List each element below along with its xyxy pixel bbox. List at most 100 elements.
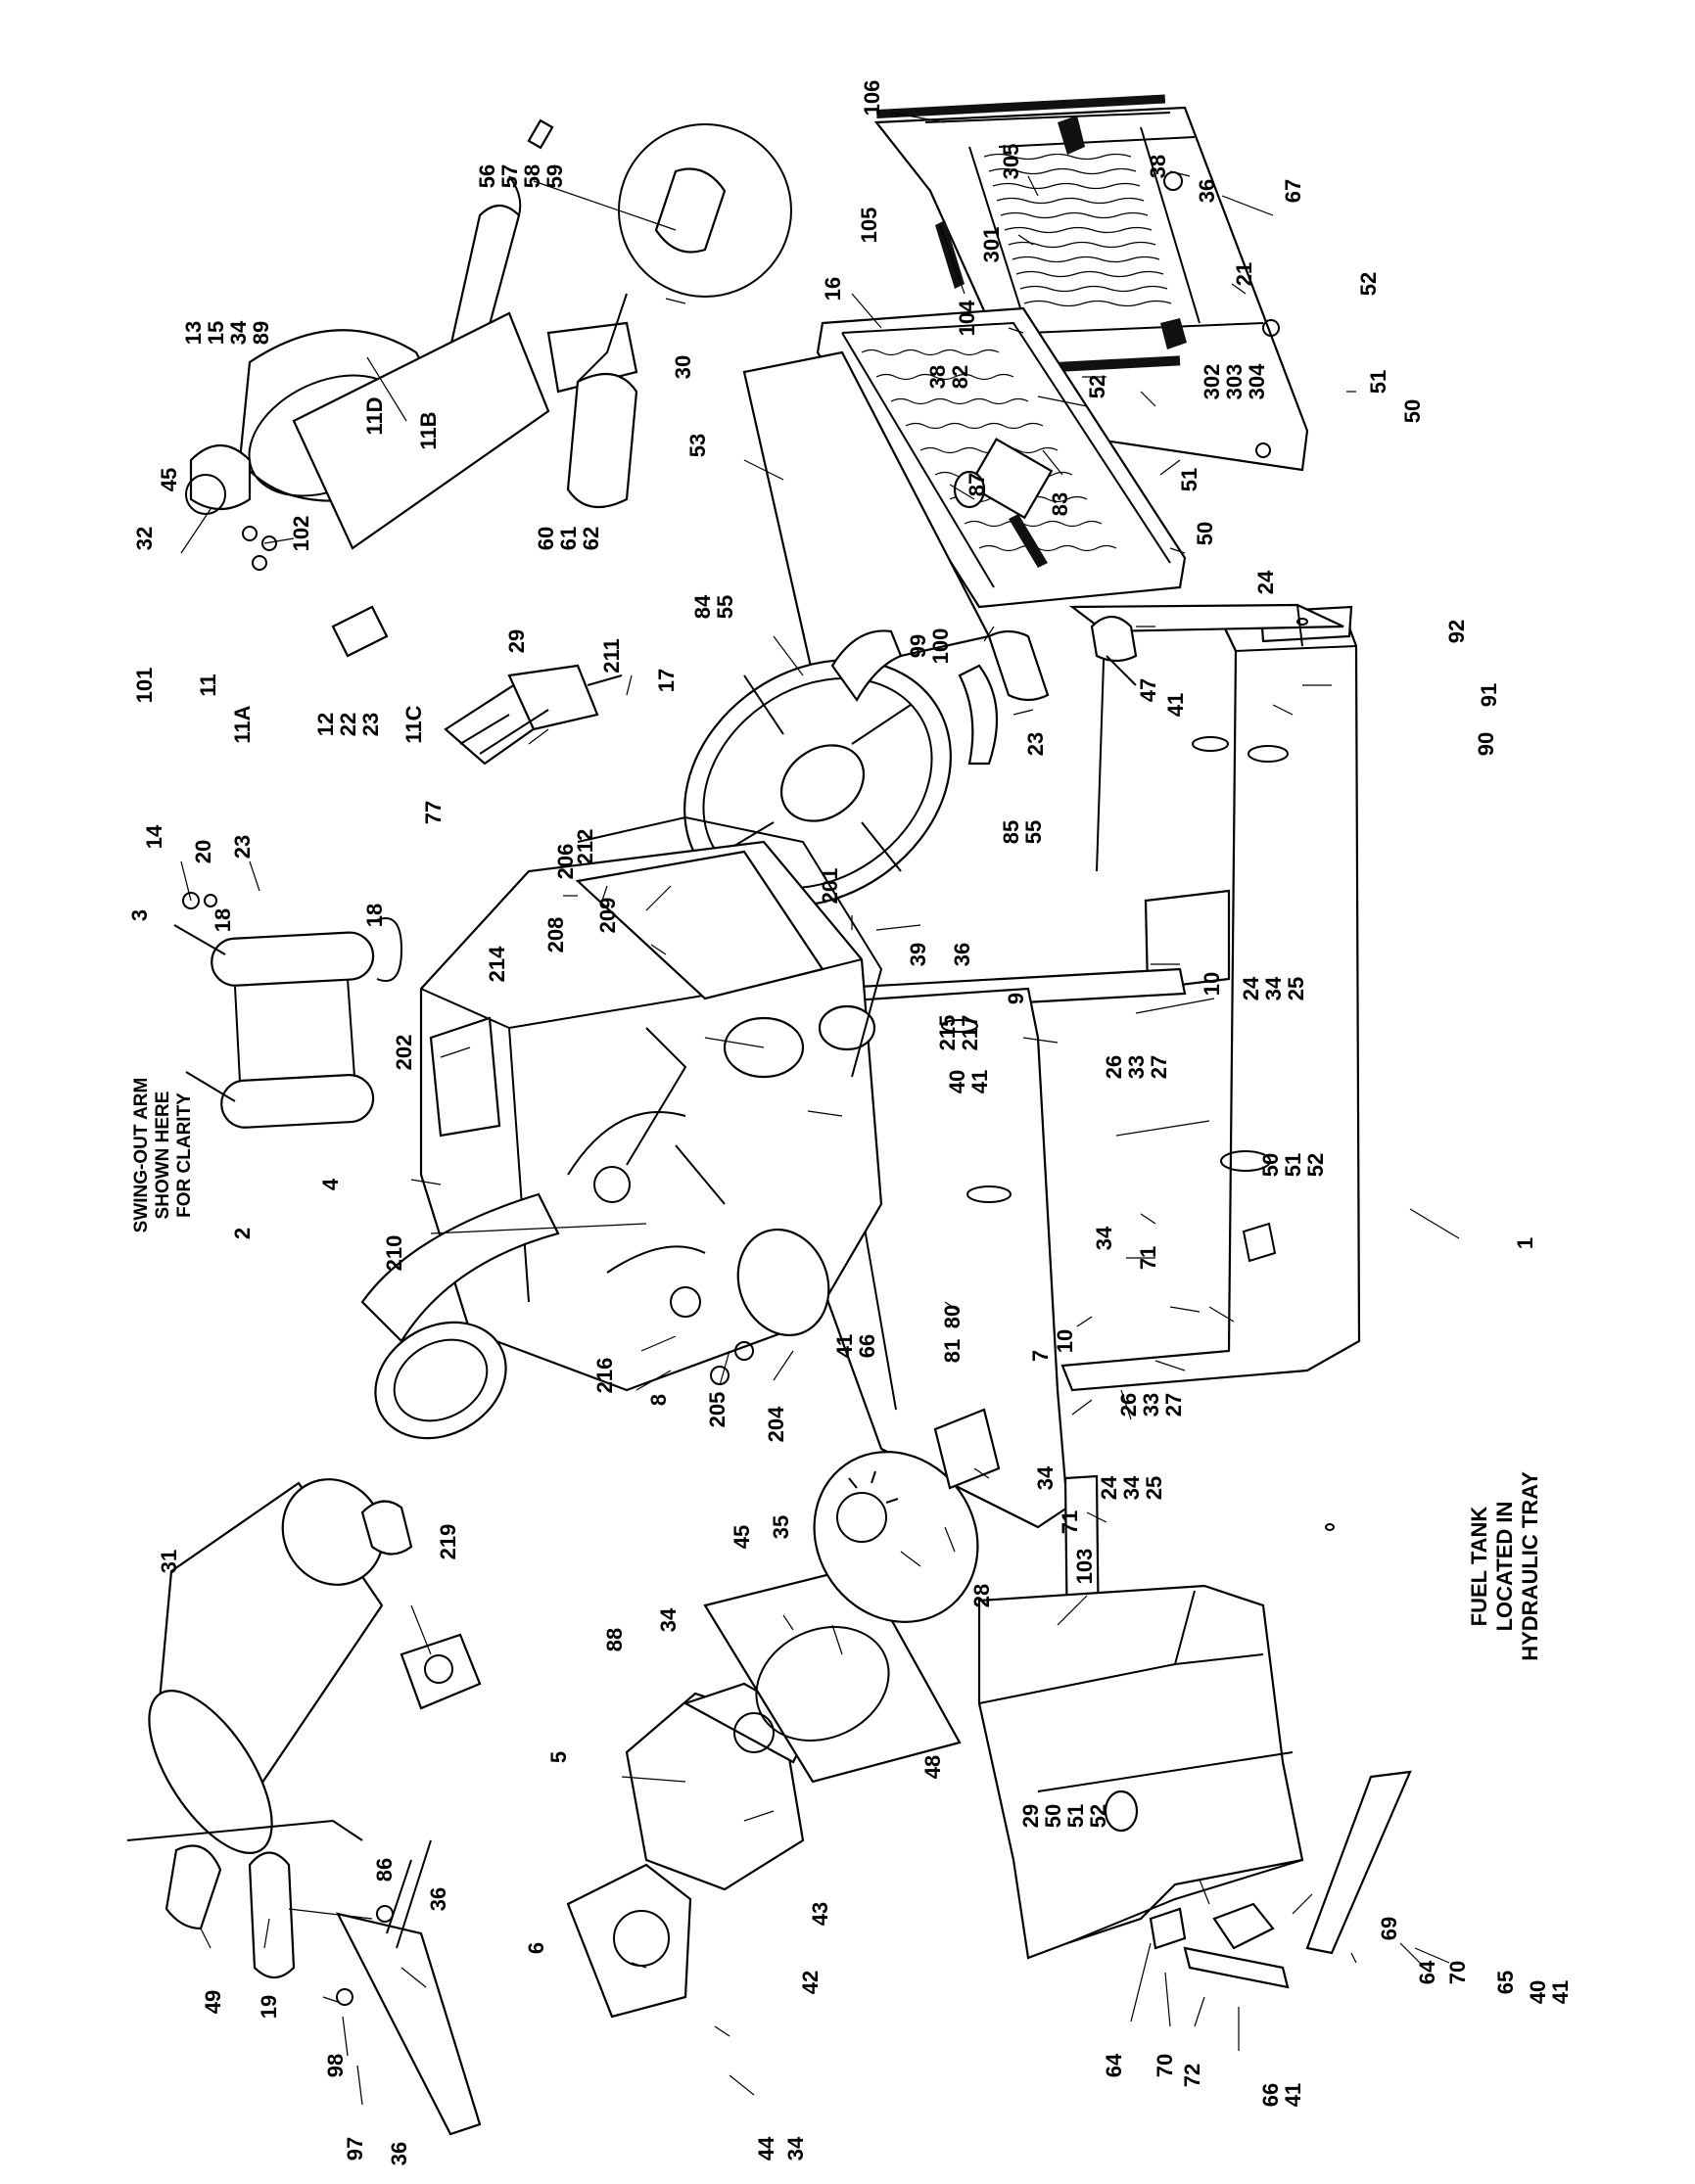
callout-c3: 3 (127, 909, 152, 921)
callout-c35: 35 (769, 1515, 793, 1539)
callout-number: 77 (421, 801, 446, 824)
callout-number: 55 (1021, 820, 1046, 844)
fuel-tank (977, 1584, 1412, 1989)
callout-number: 44 (754, 2136, 778, 2161)
callout-number: 10 (1053, 1329, 1077, 1353)
callout-c81: 81 (940, 1339, 965, 1363)
callout-number: 201 (818, 868, 842, 905)
muffler (148, 1478, 482, 1854)
callout-number: 26 (1116, 1393, 1141, 1417)
callout-number: 14 (142, 824, 166, 849)
callout-number: 2 (230, 1228, 255, 1239)
callout-number: 34 (1119, 1475, 1144, 1500)
callout-number: 52 (1356, 272, 1381, 296)
callout-number: 23 (1023, 732, 1048, 756)
callout-c4: 4 (318, 1178, 343, 1190)
callout-c71a: 71 (1136, 1246, 1160, 1270)
callout-number: 23 (230, 835, 255, 859)
callout-number: 22 (336, 713, 360, 736)
callout-number: 55 (713, 595, 737, 619)
callout-number: 33 (1139, 1393, 1163, 1417)
callout-c41a: 41 (1163, 693, 1188, 717)
callout-number: 66 (1258, 2083, 1283, 2107)
callout-c90: 90 (1474, 732, 1498, 756)
callout-number: 25 (1142, 1476, 1166, 1500)
callout-number: 18 (362, 904, 387, 927)
callout-number: 10 (1200, 972, 1224, 996)
callout-c39: 39 (906, 943, 930, 966)
callout-number: 62 (579, 527, 603, 550)
note-swing-out-arm: SWING-OUT ARM SHOWN HERE FOR CLARITY (131, 1078, 195, 1233)
callout-number: 210 (382, 1235, 406, 1272)
callout-c19: 19 (257, 1995, 281, 2019)
callout-number: 42 (798, 1971, 823, 1994)
callout-c52b: 52 (1085, 375, 1109, 398)
callout-number: 36 (426, 1887, 450, 1911)
callout-number: 41 (1281, 2083, 1305, 2107)
callout-number: 6 (524, 1942, 548, 1954)
callout-c86: 86 (372, 1858, 397, 1882)
callout-c65: 65 (1493, 1971, 1518, 1994)
callout-number: 205 (705, 1392, 730, 1428)
callout-number: 81 (940, 1339, 965, 1363)
callout-number: 82 (948, 365, 972, 389)
callout-number: 11 (196, 674, 220, 696)
callout-number: 43 (808, 1902, 832, 1926)
callout-c70b: 70 (1153, 2054, 1177, 2077)
callout-number: 80 (940, 1305, 965, 1328)
callout-number: 105 (857, 208, 881, 244)
callout-c50a: 50 (1400, 399, 1425, 423)
callout-c18a: 18 (211, 908, 235, 932)
callout-number: 41 (967, 1070, 992, 1093)
callout-c28: 28 (969, 1584, 994, 1607)
callout-number: 40 (1526, 1980, 1550, 2004)
callout-c5: 5 (546, 1751, 571, 1763)
callout-number: 89 (249, 321, 273, 345)
callout-number: 34 (226, 320, 251, 345)
callout-c30: 30 (671, 355, 695, 379)
callout-c210: 210 (382, 1235, 406, 1272)
callout-c103: 103 (1072, 1549, 1097, 1585)
hydraulic-pump-group (566, 1408, 1001, 2019)
callout-number: 90 (1474, 732, 1498, 756)
callout-number: 5 (546, 1751, 571, 1763)
callout-number: 15 (204, 321, 228, 345)
callout-c34b: 34 (1033, 1465, 1058, 1490)
callout-number: 20 (191, 840, 215, 863)
callout-c11C: 11C (401, 705, 426, 743)
callout-number: 38 (925, 365, 950, 389)
callout-c80: 80 (940, 1305, 965, 1328)
callout-number: 71 (1136, 1246, 1160, 1270)
callout-number: 50 (1400, 399, 1425, 423)
callout-c48: 48 (920, 1755, 945, 1779)
callout-number: 71 (1058, 1510, 1082, 1534)
callout-number: 212 (573, 829, 597, 865)
callout-c14: 14 (142, 824, 166, 849)
callout-c36c: 36 (426, 1887, 450, 1911)
callout-c34a: 34 (1092, 1226, 1116, 1250)
callout-number: 209 (595, 898, 620, 934)
callout-c208: 208 (543, 917, 568, 953)
callout-c36a: 36 (1195, 179, 1219, 203)
callout-c9: 9 (1004, 993, 1028, 1004)
callout-number: 51 (1063, 1804, 1088, 1828)
note-fuel-tank: FUEL TANK LOCATED IN HYDRAULIC TRAY (1467, 1471, 1542, 1661)
callout-c24a: 24 (1253, 570, 1278, 594)
callout-number: 303 (1222, 364, 1247, 400)
callout-number: 88 (602, 1628, 627, 1651)
callout-c11: 11 (196, 674, 220, 696)
callout-number: 103 (1072, 1549, 1097, 1585)
callout-c105: 105 (857, 208, 881, 244)
callout-number: 27 (1147, 1055, 1171, 1079)
